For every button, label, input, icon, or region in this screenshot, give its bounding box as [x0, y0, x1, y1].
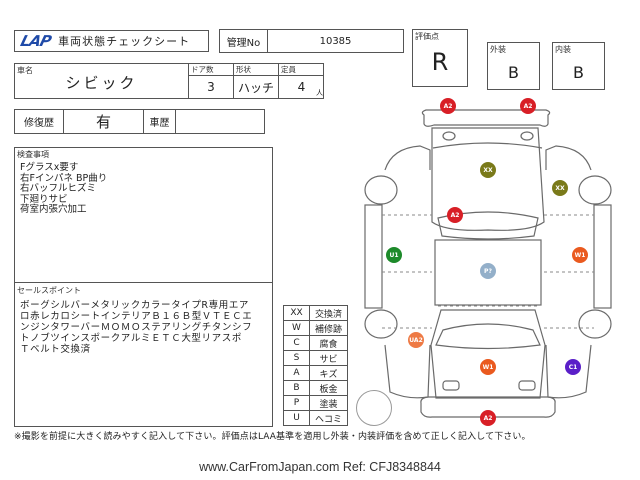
inspection-item: 右Fインパネ BP曲り — [20, 172, 108, 184]
shape-label: 形状 — [234, 64, 278, 76]
sales-points-label: セールスポイント — [17, 286, 81, 295]
damage-mark: W1 — [480, 359, 496, 375]
repair-history-value: 有 — [64, 110, 144, 133]
interior-grade-label: 内装 — [555, 45, 571, 54]
damage-mark: W1 — [572, 247, 588, 263]
exterior-grade-label: 外装 — [490, 45, 506, 54]
doors-value: 3 — [207, 80, 215, 94]
exterior-grade-box: 外装 B — [487, 42, 540, 90]
doors-cell: ドア数 3 — [189, 64, 234, 98]
legend-code: U — [283, 410, 310, 426]
damage-mark: P? — [480, 263, 496, 279]
vehicle-info-box: 車名 シビック ドア数 3 形状 ハッチ 定員 4 人 — [14, 63, 324, 99]
blank-stamp-circle — [356, 390, 392, 426]
notes-box: 検査事項 Fグラスx要す 右Fインパネ BP曲り 右バッフルヒズミ 下廻りサビ … — [14, 147, 273, 427]
repair-history-box: 修復歴 有 車歴 — [14, 109, 265, 134]
inspection-item: 下廻りサビ — [20, 193, 68, 205]
legend-meaning: ヘコミ — [309, 410, 348, 426]
shape-value: ハッチ — [237, 80, 274, 95]
sales-point-line: Ｔベルト交換済 — [20, 344, 91, 355]
vehicle-name-cell: 車名 シビック — [15, 64, 189, 98]
interior-grade-value: B — [573, 63, 584, 82]
footer-note: ※撮影を前提に大きく読みやすく記入して下さい。評価点はLAA基準を適用し外装・内… — [14, 432, 531, 442]
management-number-box: 管理No 10385 — [219, 29, 404, 53]
damage-mark: U1 — [386, 247, 402, 263]
capacity-label: 定員 — [279, 64, 324, 76]
damage-mark: UA2 — [408, 332, 424, 348]
repair-history-label: 修復歴 — [15, 110, 64, 133]
exterior-grade-value: B — [508, 63, 519, 82]
sales-points-text: ボーグシルバーメタリックカラータイプR専用エア ロ赤レカロシートインテリアＢ１６… — [20, 300, 266, 355]
damage-mark: C1 — [565, 359, 581, 375]
source-reference: www.CarFromJapan.com Ref: CFJ8348844 — [199, 460, 441, 474]
inspection-label: 検査事項 — [17, 150, 49, 159]
capacity-cell: 定員 4 人 — [279, 64, 324, 98]
capacity-unit: 人 — [316, 89, 323, 97]
overall-grade-label: 評価点 — [415, 32, 439, 41]
inspection-list: Fグラスx要す 右Fインパネ BP曲り 右バッフルヒズミ 下廻りサビ 荷室内張穴… — [20, 162, 108, 216]
management-number-label: 管理No — [220, 30, 268, 52]
shape-cell: 形状 ハッチ — [234, 64, 279, 98]
management-number-value: 10385 — [319, 35, 352, 47]
damage-mark: A2 — [440, 98, 456, 114]
damage-mark: A2 — [480, 410, 496, 426]
sales-point-line: ロ赤レカロシートインテリアＢ１６Ｂ型ＶＴＥＣエ — [20, 311, 253, 322]
sheet-title: 車両状態チェックシート — [58, 35, 191, 48]
sheet-title-box: LAP 車両状態チェックシート — [14, 30, 209, 52]
interior-grade-box: 内装 B — [552, 42, 605, 90]
sales-point-line: トノブツインスポークアルミＥＴＣ大型リアスポ — [20, 333, 242, 344]
damage-mark: A2 — [520, 98, 536, 114]
sales-point-line: ンジンタワーバーＭＯＭＯステアリングチタンシフ — [20, 322, 253, 333]
vehicle-name: シビック — [65, 74, 138, 92]
legend-meaning: 交換済 — [309, 305, 348, 321]
sales-point-line: ボーグシルバーメタリックカラータイプR専用エア — [20, 300, 250, 311]
damage-mark: XX — [552, 180, 568, 196]
overall-grade-box: 評価点 R — [412, 29, 468, 87]
inspection-item: Fグラスx要す — [20, 162, 79, 173]
damage-mark: A2 — [447, 207, 463, 223]
vehicle-name-label: 車名 — [17, 66, 33, 75]
inspection-item: 荷室内張穴加工 — [20, 204, 87, 215]
capacity-value: 4 — [297, 80, 306, 94]
damage-mark: XX — [480, 162, 496, 178]
notes-divider — [15, 282, 272, 283]
car-history-label: 車歴 — [144, 110, 176, 133]
inspection-item: 右バッフルヒズミ — [20, 183, 97, 194]
doors-label: ドア数 — [189, 64, 233, 76]
overall-grade-value: R — [431, 48, 449, 76]
